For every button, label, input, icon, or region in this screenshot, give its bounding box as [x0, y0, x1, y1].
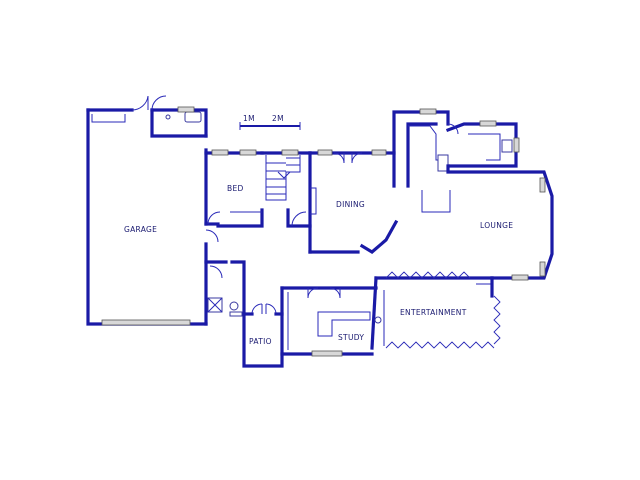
service-walls [204, 260, 284, 368]
dining-walls [308, 149, 399, 254]
room-label-patio: PATIO [249, 337, 272, 346]
scale-label-1m: 1M [243, 114, 255, 123]
scale-label-2m: 2M [272, 114, 284, 123]
room-label-lounge: LOUNGE [480, 221, 513, 230]
staircase [260, 149, 312, 201]
study-walls [280, 286, 382, 357]
bed-walls [204, 149, 264, 228]
passage-walls [286, 151, 317, 254]
room-label-garage: GARAGE [124, 225, 157, 234]
entertainment-area [370, 271, 501, 350]
room-label-dining: DINING [336, 200, 365, 209]
room-label-bed: BED [227, 184, 244, 193]
room-label-entertainment: ENTERTAINMENT [400, 308, 467, 317]
garage-wc [150, 95, 208, 138]
garage-walls [86, 95, 219, 326]
room-label-study: STUDY [338, 333, 364, 342]
kitchen-walls [392, 108, 520, 213]
scale-bar: 1M 2M [239, 114, 301, 130]
lounge-walls [446, 164, 554, 281]
